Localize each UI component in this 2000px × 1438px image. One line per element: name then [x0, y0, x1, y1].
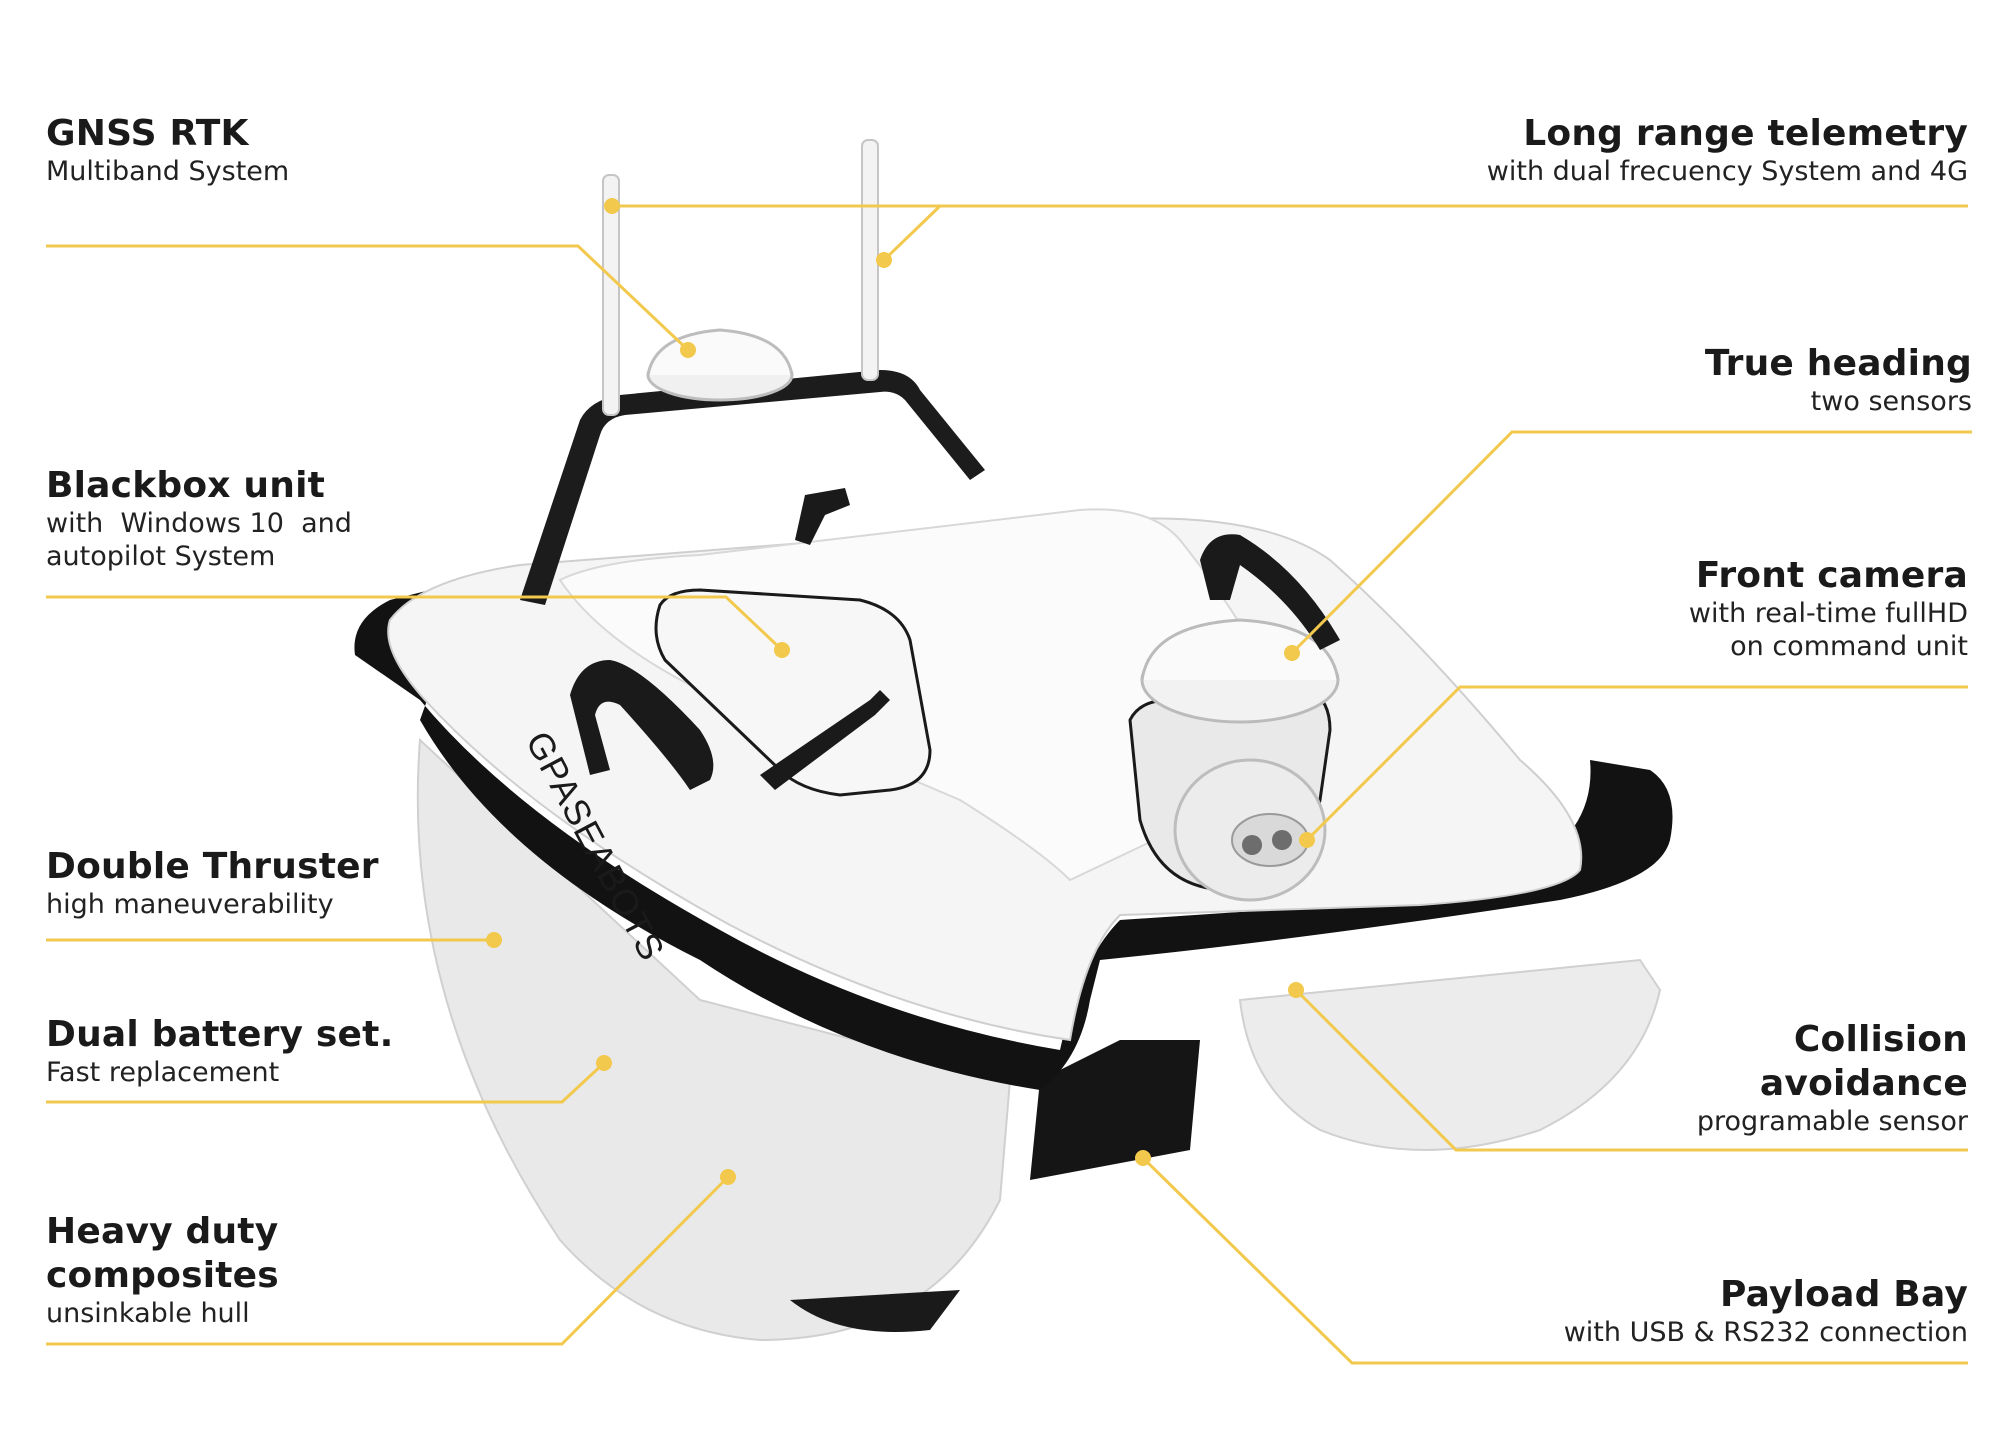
dot-blackbox — [774, 642, 790, 658]
dot-gnss — [680, 342, 696, 358]
callout-title: Long range telemetry — [1523, 113, 1968, 154]
callout-title: GNSS RTK — [46, 113, 249, 154]
dot-telemetry-right — [876, 252, 892, 268]
callout-heading: True heading two sensors — [1705, 342, 1972, 419]
callout-subtitle-line: with real-time fullHD — [1688, 597, 1968, 629]
callout-title: True heading — [1704, 343, 1972, 384]
rear-latch — [795, 488, 850, 545]
left-antenna — [602, 174, 620, 416]
callout-title-line: avoidance — [1759, 1062, 1968, 1104]
dot-heading — [1284, 645, 1300, 661]
dot-camera — [1299, 832, 1315, 848]
left-pontoon — [416, 737, 1012, 1342]
left-handle — [570, 660, 714, 790]
callout-subtitle-line: on command unit — [1730, 630, 1968, 662]
payload-bay-box — [1030, 1040, 1200, 1180]
callout-subtitle: with real-time fullHD on command unit — [1689, 598, 1968, 664]
callout-subtitle: programable sensor — [1696, 1105, 1968, 1137]
line-collision — [1294, 988, 1968, 1152]
callout-subtitle: two sensors — [1810, 385, 1972, 417]
line-heading — [1290, 430, 1972, 655]
callout-dots — [486, 198, 1315, 1185]
callout-telemetry: Long range telemetry with dual frecuency… — [1487, 112, 1968, 189]
line-blackbox — [46, 595, 784, 652]
callout-title: Front camera — [1695, 555, 1968, 596]
callout-subtitle-line: autopilot System — [46, 540, 276, 572]
callout-blackbox: Blackbox unit with Windows 10 and autopi… — [46, 464, 352, 574]
callout-title: Dual battery set. — [46, 1014, 394, 1055]
callout-battery: Dual battery set. Fast replacement — [46, 1013, 393, 1090]
callout-subtitle: Fast replacement — [46, 1056, 280, 1088]
callout-subtitle: with Windows 10 and autopilot System — [46, 508, 352, 574]
line-composites — [46, 1175, 730, 1346]
callout-subtitle: Multiband System — [46, 155, 290, 187]
callout-title: Heavy duty composites — [46, 1210, 279, 1298]
callout-subtitle: with USB & RS232 connection — [1563, 1316, 1968, 1348]
line-camera — [1305, 685, 1968, 842]
dot-payload — [1135, 1150, 1151, 1166]
callout-collision: Collision avoidance programable sensor — [1697, 1018, 1968, 1139]
callout-payload: Payload Bay with USB & RS232 connection — [1564, 1273, 1968, 1350]
line-payload — [1141, 1156, 1968, 1365]
dot-thruster — [486, 932, 502, 948]
dot-battery — [596, 1055, 612, 1071]
hatch-latch — [760, 690, 890, 790]
callout-title: Collision avoidance — [1697, 1018, 1968, 1106]
callout-title-line: Collision — [1793, 1019, 1968, 1060]
callout-title: Payload Bay — [1719, 1274, 1968, 1315]
left-pontoon-bottom — [790, 1290, 960, 1332]
callout-thruster: Double Thruster high maneuverability — [46, 845, 379, 922]
dot-telemetry-left — [604, 198, 620, 214]
gnss-dome — [646, 328, 794, 402]
dot-collision — [1288, 982, 1304, 998]
blackbox-hatch — [654, 588, 932, 797]
callout-subtitle: high maneuverability — [46, 888, 334, 920]
callout-subtitle-line: with Windows 10 and — [46, 507, 352, 539]
callout-title: Blackbox unit — [46, 465, 326, 506]
callout-title-line: composites — [46, 1254, 279, 1296]
line-telemetry-b — [882, 204, 942, 262]
line-gnss — [46, 244, 690, 352]
callout-title: Double Thruster — [46, 846, 379, 887]
callout-composites: Heavy duty composites unsinkable hull — [46, 1210, 279, 1331]
callout-title-line: Heavy duty — [46, 1211, 279, 1252]
boat-illustration: GPASEABOTS — [354, 139, 1673, 1342]
front-camera — [1173, 758, 1327, 902]
callout-gnss: GNSS RTK Multiband System — [46, 112, 289, 189]
leader-lines — [46, 204, 1972, 1365]
callout-subtitle: with dual frecuency System and 4G — [1486, 155, 1968, 187]
callout-subtitle: unsinkable hull — [46, 1297, 250, 1329]
dot-composites — [720, 1169, 736, 1185]
callout-camera: Front camera with real-time fullHD on co… — [1689, 554, 1968, 664]
line-battery — [46, 1061, 606, 1104]
right-antenna — [861, 139, 879, 381]
right-handle — [1200, 534, 1340, 650]
